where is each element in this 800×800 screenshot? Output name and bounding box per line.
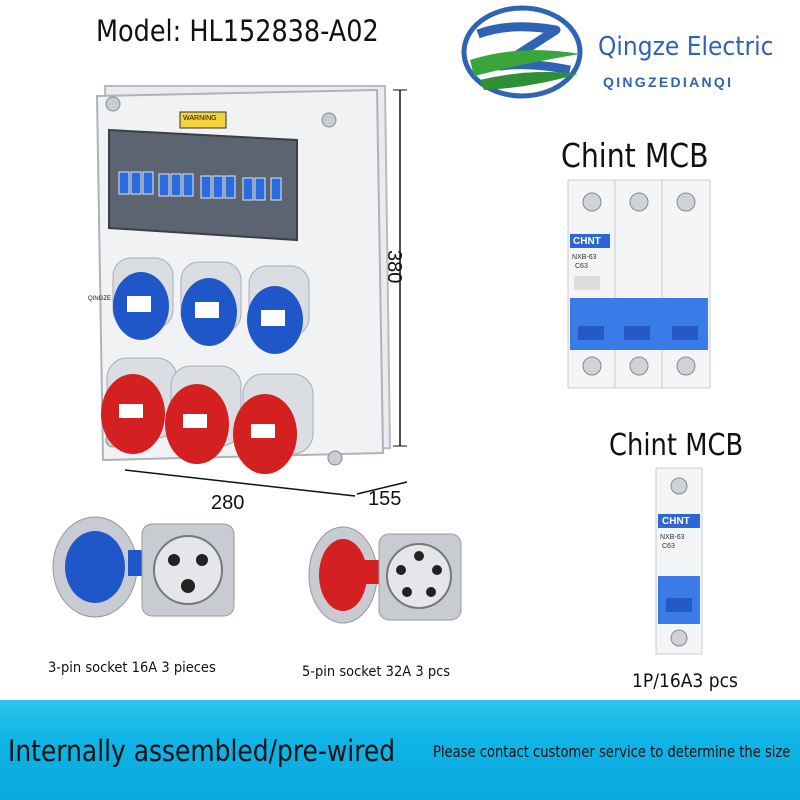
mcb-3p-model: NXB-63	[572, 254, 597, 261]
mcb-1p-model: NXB-63	[660, 534, 685, 541]
mcb-3p-rating: C63	[575, 263, 588, 270]
socket-brand-text: QINGZE	[88, 296, 112, 302]
blue-socket-row	[112, 257, 310, 354]
qingze-logo-icon	[461, 5, 583, 99]
distribution-box	[95, 85, 408, 497]
warning-label	[179, 111, 227, 129]
three-pin-socket-caption: 3-pin socket 16A 3 pieces	[48, 660, 216, 676]
mcb-1p-image	[655, 467, 703, 655]
dimension-height: 380	[383, 250, 405, 284]
five-pin-socket-image	[308, 526, 462, 624]
mcb-1p-caption: 1P/16A3 pcs	[632, 670, 738, 692]
three-pin-socket-image	[52, 516, 235, 618]
mcb-1p-title: Chint MCB	[609, 428, 744, 463]
warning-label-text: WARNING	[183, 115, 217, 122]
mcb-3p-brand: CHNT	[573, 236, 601, 247]
banner-main-text: Internally assembled/pre-wired	[8, 734, 396, 768]
banner-sub-text: Please contact customer service to deter…	[433, 742, 791, 761]
dimension-depth: 155	[368, 488, 402, 510]
mcb-1p-brand: CHNT	[662, 516, 690, 527]
mcb-3p-image	[567, 179, 711, 389]
mcb-1p-rating: C63	[662, 543, 675, 550]
brand-name: Qingze Electric	[598, 32, 774, 62]
model-title: Model: HL152838-A02	[96, 14, 379, 48]
bottom-banner	[0, 700, 800, 800]
brand-subtitle: QINGZEDIANQI	[603, 74, 734, 90]
mcb-3p-title: Chint MCB	[561, 136, 709, 175]
red-socket-row	[101, 357, 314, 474]
dimension-width: 280	[211, 492, 245, 514]
five-pin-socket-caption: 5-pin socket 32A 3 pcs	[302, 664, 451, 680]
